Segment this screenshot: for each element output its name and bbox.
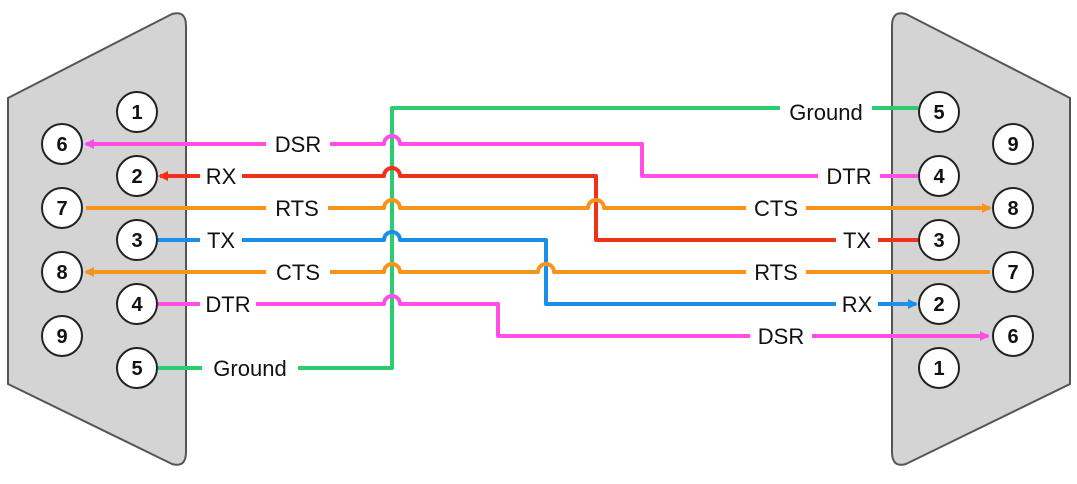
right-pin-2-number: 2 bbox=[933, 294, 944, 316]
tx-right-to-rx-left-wire bbox=[242, 166, 918, 242]
label-rx-left: RX bbox=[206, 164, 237, 189]
ground-wire bbox=[158, 106, 918, 370]
right-pin-9: 9 bbox=[992, 123, 1034, 165]
rts-left-to-cts-right-wire bbox=[328, 198, 990, 208]
right-pin-3: 3 bbox=[918, 219, 960, 261]
left-pin-8: 8 bbox=[41, 251, 83, 293]
dtr-right-to-dsr-left-wire bbox=[330, 134, 918, 178]
label-ground-left: Ground bbox=[213, 356, 286, 381]
left-pin-1: 1 bbox=[116, 91, 158, 133]
left-pin-2-number: 2 bbox=[131, 166, 142, 188]
tx-left-to-rx-right-wire bbox=[242, 230, 916, 304]
left-pin-4-number: 4 bbox=[131, 294, 143, 316]
label-ground-right: Ground bbox=[789, 100, 862, 125]
right-pins: 5 4 3 2 1 9 8 7 6 bbox=[918, 91, 1034, 389]
left-pin-5-number: 5 bbox=[131, 358, 142, 380]
right-pin-9-number: 9 bbox=[1007, 134, 1018, 156]
right-pin-7-number: 7 bbox=[1007, 262, 1018, 284]
left-pin-7: 7 bbox=[41, 187, 83, 229]
left-pin-9: 9 bbox=[41, 315, 83, 357]
left-pin-6: 6 bbox=[41, 123, 83, 165]
label-dsr-right: DSR bbox=[758, 324, 804, 349]
right-pin-8: 8 bbox=[992, 187, 1034, 229]
label-cts-left: CTS bbox=[276, 260, 320, 285]
left-pin-8-number: 8 bbox=[56, 262, 67, 284]
label-dsr-left: DSR bbox=[275, 132, 321, 157]
right-pin-4: 4 bbox=[918, 155, 960, 197]
right-pin-3-number: 3 bbox=[933, 230, 944, 252]
right-pin-1: 1 bbox=[918, 347, 960, 389]
left-pin-3: 3 bbox=[116, 219, 158, 261]
right-pin-8-number: 8 bbox=[1007, 198, 1018, 220]
right-pin-1-number: 1 bbox=[933, 358, 944, 380]
left-pin-1-number: 1 bbox=[131, 102, 142, 124]
right-pin-7: 7 bbox=[992, 251, 1034, 293]
label-cts-right: CTS bbox=[754, 196, 798, 221]
left-pin-5: 5 bbox=[116, 347, 158, 389]
right-pin-2: 2 bbox=[918, 283, 960, 325]
label-dtr-left: DTR bbox=[205, 292, 250, 317]
right-pin-5: 5 bbox=[918, 91, 960, 133]
label-rts-left: RTS bbox=[275, 196, 319, 221]
rts-right-to-cts-left-wire bbox=[330, 262, 990, 274]
label-tx-left: TX bbox=[207, 228, 235, 253]
right-pin-5-number: 5 bbox=[933, 102, 944, 124]
left-pin-7-number: 7 bbox=[56, 198, 67, 220]
left-pin-9-number: 9 bbox=[56, 326, 67, 348]
right-signal-labels: Ground DTR CTS TX RTS RX DSR bbox=[754, 100, 873, 349]
right-pin-6: 6 bbox=[992, 315, 1034, 357]
right-pin-4-number: 4 bbox=[933, 166, 945, 188]
left-pin-4: 4 bbox=[116, 283, 158, 325]
dtr-left-to-dsr-right-wire bbox=[256, 294, 988, 336]
label-rts-right: RTS bbox=[754, 260, 798, 285]
label-rx-right: RX bbox=[842, 292, 873, 317]
right-pin-6-number: 6 bbox=[1007, 326, 1018, 348]
left-pin-2: 2 bbox=[116, 155, 158, 197]
label-dtr-right: DTR bbox=[826, 164, 871, 189]
left-signal-labels: DSR RX RTS TX CTS DTR Ground bbox=[205, 132, 321, 381]
left-pin-3-number: 3 bbox=[131, 230, 142, 252]
left-pin-6-number: 6 bbox=[56, 134, 67, 156]
label-tx-right: TX bbox=[843, 228, 871, 253]
left-pins: 1 2 3 4 5 6 7 8 9 bbox=[41, 91, 158, 389]
